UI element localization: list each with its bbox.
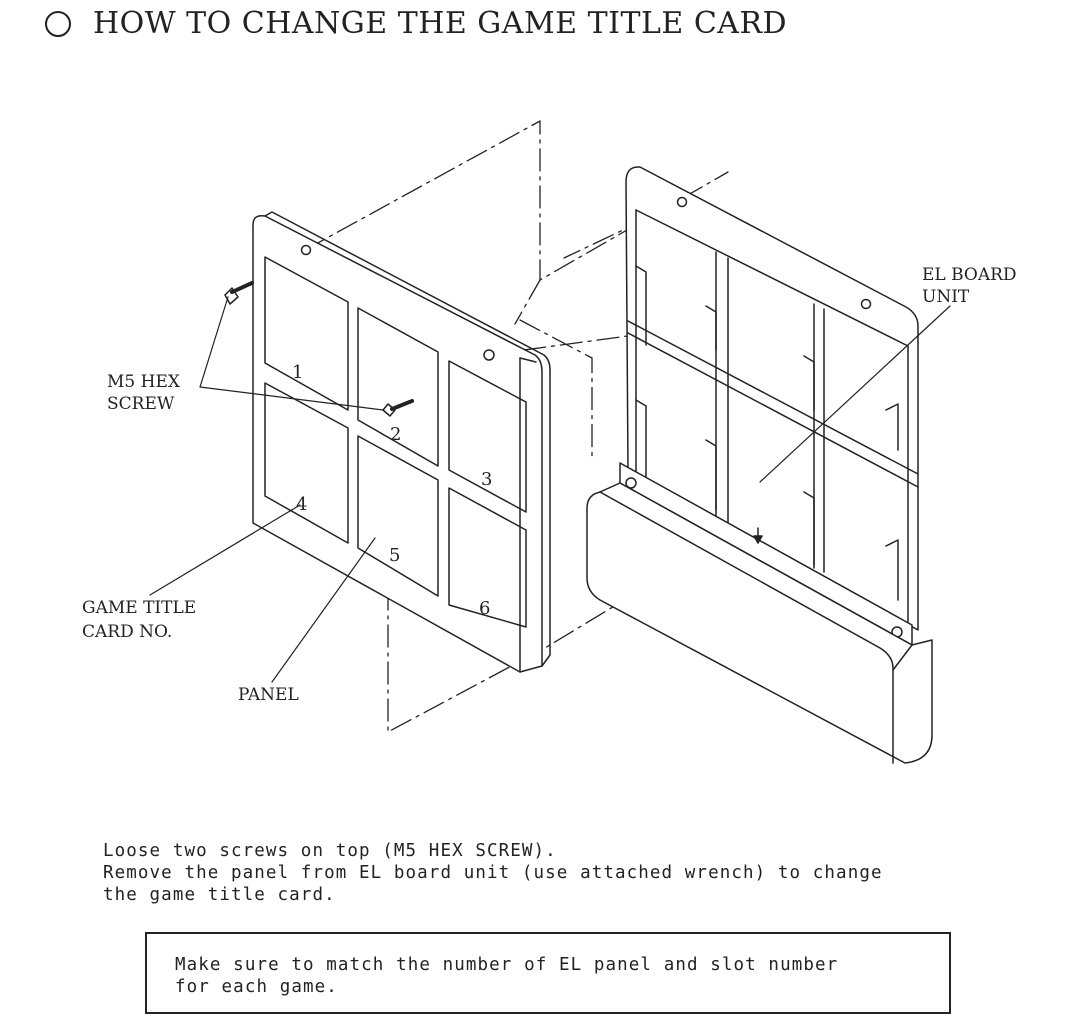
- card-window-4: [264, 382, 349, 544]
- card-number-4: 4: [296, 494, 307, 515]
- panel-screw-hole-right: [483, 349, 495, 361]
- slot-arrow-icon: [753, 527, 763, 544]
- note-box: Make sure to match the number of EL pane…: [145, 932, 951, 1014]
- hex-screw-left: [224, 281, 254, 305]
- title-card-diagram: M5 HEX SCREW EL BOARD UNIT GAME TITLE CA…: [82, 120, 1017, 764]
- card-number-2: 2: [390, 424, 401, 445]
- el-board-label-line2: UNIT: [922, 287, 970, 307]
- card-number-3: 3: [481, 469, 492, 490]
- instruction-line: the game title card.: [103, 885, 336, 905]
- note-line: for each game.: [175, 977, 338, 997]
- el-board-label-line1: EL BOARD: [922, 265, 1017, 285]
- leader-lines: [149, 296, 951, 683]
- panel-screw-hole-left: [300, 244, 312, 256]
- page-title-text: HOW TO CHANGE THE GAME TITLE CARD: [93, 6, 788, 41]
- card-window-1: [264, 256, 349, 411]
- card-no-label-line1: GAME TITLE: [82, 598, 196, 618]
- screw-label-line1: M5 HEX: [107, 372, 181, 392]
- card-no-label-line2: CARD NO.: [82, 622, 172, 642]
- instruction-line: Remove the panel from EL board unit (use…: [103, 863, 883, 883]
- screw-label-line2: SCREW: [107, 394, 175, 414]
- card-number-6: 6: [479, 598, 490, 619]
- card-number-1: 1: [292, 362, 303, 383]
- el-board-unit: [625, 166, 919, 631]
- panel-frame: [252, 211, 551, 673]
- instruction-line: Loose two screws on top (M5 HEX SCREW).: [103, 841, 557, 861]
- note-line: Make sure to match the number of EL pane…: [175, 955, 839, 975]
- el-board-base: [586, 462, 933, 764]
- instructions: Loose two screws on top (M5 HEX SCREW). …: [103, 840, 883, 906]
- card-window-6: [448, 487, 527, 628]
- circle-bullet-icon: [45, 10, 71, 37]
- card-window-3: [448, 360, 527, 513]
- panel-label: PANEL: [238, 685, 299, 705]
- card-window-2: [357, 307, 439, 467]
- card-number-5: 5: [389, 545, 400, 566]
- page-title: HOW TO CHANGE THE GAME TITLE CARD: [45, 6, 787, 41]
- hex-screw-center: [382, 399, 414, 417]
- card-window-5: [357, 435, 439, 597]
